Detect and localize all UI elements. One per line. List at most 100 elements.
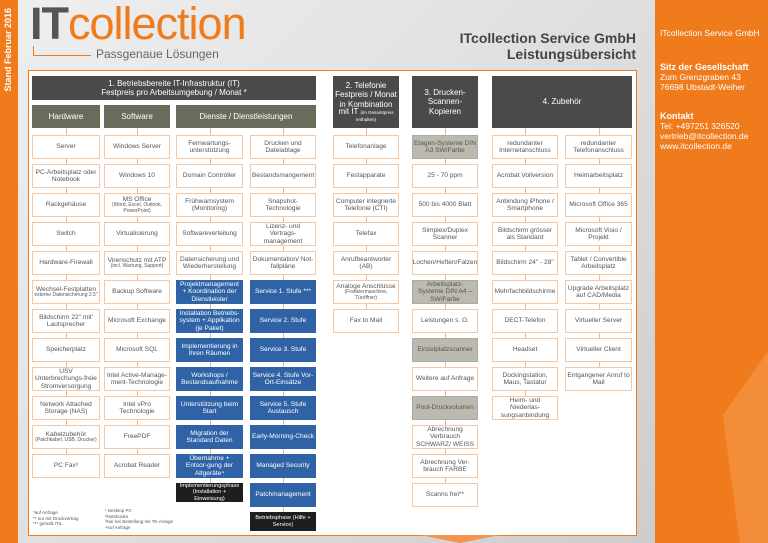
service-box-dienste-2: Drucken und Dateiablage (250, 135, 316, 159)
service-sublabel: externe Datensicherung 2.5" (34, 291, 98, 298)
service-box-hardware: Server (32, 135, 100, 159)
header-it-line2: Festpreis pro Arbeitsumgebung / Monat * (101, 88, 247, 97)
service-box-dienste-1: Domain Controller (176, 164, 243, 188)
footnotes-left: *auf Anfrage** nur mit Druckvertrag*** g… (33, 510, 79, 527)
service-label: Frühwarnsystem (Monitoring) (185, 197, 234, 212)
service-label: 500 bis 4000 Blatt (418, 201, 472, 209)
header-dienste: Dienste / Dienstleistungen (176, 105, 316, 128)
service-box-software: Acrobat Reader (104, 454, 170, 478)
service-label: Windows Server (112, 143, 161, 151)
website-link[interactable]: www.itcollection.de (660, 141, 732, 151)
service-label: Entgangener Anruf to Mail (567, 371, 630, 386)
service-label: Simplex/Duplex Scanner (422, 226, 468, 241)
service-label: Pool-Druckvolumen (416, 404, 474, 412)
service-label: Heim- und Niederlas-sungsanbindung (500, 397, 550, 419)
service-label: Workshops / Bestandsaufnahme (181, 371, 238, 386)
service-label: Installation Betriebs-system + Applikati… (179, 310, 240, 332)
street: Zum Grenzgraben 43 (660, 72, 741, 82)
service-box-hardware: Kabelzubehör(Patchkabel, USB, Drucker) (32, 425, 100, 449)
service-label: Domain Controller (182, 172, 237, 180)
service-label: Intel vPro Technologie (119, 400, 155, 415)
service-label: Virtueller Server (574, 317, 623, 325)
service-label: Virtueller Client (576, 346, 621, 354)
service-box-dienste-1: Übernahme + Entsor-gung der Altgeräte⁴ (176, 454, 243, 478)
service-box-software: Virenschutz mit ATP(incl. Wartung, Suppo… (104, 251, 170, 275)
service-box-dienste-1: Implementierung in Ihren Räumen (176, 338, 243, 362)
telefonie-line2: Festpreis / Monat (335, 90, 397, 100)
service-label: redundanter Telefonanschluss (573, 139, 624, 154)
service-label: redundanter Internetanschluss (499, 139, 551, 154)
drucken-line1: 3. Drucken- (424, 87, 466, 97)
service-label: Projektmanagement + Koordination der Die… (179, 281, 239, 303)
city: 76698 Ubstadt-Weiher (660, 82, 745, 92)
logo-underline (33, 46, 91, 56)
service-label: PC-Arbeitsplatz oder Notebook (35, 168, 97, 183)
service-box-dienste-1: Datensicherung und Wiederherstellung (176, 251, 243, 275)
service-box-dienste-1: Implementierungsphase (Installation + Ei… (176, 483, 243, 502)
service-label: Einzelplatzscanner (417, 346, 473, 354)
service-box-dienste-2: Patchmanagement (250, 483, 316, 507)
panel-pointer (420, 535, 500, 543)
service-label: Softwareverteilung (182, 230, 237, 238)
sidebar: ITcollection Service GmbH Sitz der Gesel… (655, 0, 768, 543)
service-label: Network Attached Storage (NAS) (40, 400, 92, 415)
service-label: Drucken und Dateiablage (264, 139, 302, 154)
service-box-zubehoer-2: Virtueller Client (565, 338, 632, 362)
service-box-drucken: 500 bis 4000 Blatt (412, 193, 478, 217)
service-label: Mehrfachbildschirme (494, 288, 556, 296)
phone: Tel: +497251 326520 (660, 121, 740, 131)
service-label: Fernwartungs-unterstützung (188, 139, 231, 154)
service-label: Snapshot-Technologie (265, 197, 301, 212)
service-box-hardware: Switch (32, 222, 100, 246)
service-label: Server (56, 143, 76, 151)
service-label: DECT-Telefon (504, 317, 546, 325)
service-label: Anrufbeantworter (AB) (340, 255, 392, 270)
service-box-zubehoer-1: Heim- und Niederlas-sungsanbindung (492, 396, 558, 420)
sidebar-company: ITcollection Service GmbH (660, 28, 760, 38)
service-box-telefonie: Analoge Anschlüsse(Frankiermaschine, Tür… (333, 280, 399, 304)
service-sublabel: (incl. Wartung, Support) (110, 262, 164, 269)
email-link[interactable]: vertrieb@itcollection.de (660, 131, 749, 141)
service-box-zubehoer-1: Bildschirm 24" - 28" (492, 251, 558, 275)
service-label: Dokumentation/ Not-fallpläne (252, 255, 314, 270)
service-label: Managed Security (256, 462, 310, 470)
contact-label: Kontakt (660, 111, 694, 121)
service-label: Migration der Standard Daten (186, 429, 233, 444)
service-box-zubehoer-2: redundanter Telefonanschluss (565, 135, 632, 159)
service-box-zubehoer-2: Tablet / Convertible Arbeitsplatz (565, 251, 632, 275)
service-box-drucken: Simplex/Duplex Scanner (412, 222, 478, 246)
service-label: Weitere auf Anfrage (415, 375, 475, 383)
footnote: ³Nur bei Bestellung mit TK-Anlage (105, 519, 173, 524)
service-box-telefonie: Festapparate (333, 164, 399, 188)
service-box-dienste-2: Service 2. Stufe (250, 309, 316, 333)
service-label: Microsoft SQL (116, 346, 158, 354)
service-box-dienste-2: Service 5. Stufe Austausch (250, 396, 316, 420)
seat-label: Sitz der Gesellschaft (660, 62, 749, 72)
date-strip: Stand Februar 2016 (0, 0, 18, 543)
service-label: Dockingstation, Maus, Tastatur (502, 371, 548, 386)
telefonie-note: (im Gesamtpreis enthalten) (355, 110, 394, 123)
service-box-dienste-2: Service 1. Stufe *** (250, 280, 316, 304)
header-zubehoer: 4. Zubehör (492, 76, 632, 128)
footnote: ⁴Auf Anfrage (105, 524, 131, 530)
service-box-dienste-2: Betriebsphase (Hilfe + Service) (250, 512, 316, 531)
service-box-zubehoer-2: Heimarbeitsplatz (565, 164, 632, 188)
service-label: Virtualisierung (116, 230, 158, 238)
service-box-zubehoer-1: Headset (492, 338, 558, 362)
title-company: ITcollection Service GmbH (459, 30, 636, 46)
service-label: Unterstützung beim Start (180, 400, 239, 415)
service-box-dienste-1: Installation Betriebs-system + Applikati… (176, 309, 243, 333)
service-label: MS Office (122, 195, 152, 203)
service-label: Bildschirm 24" - 28" (496, 259, 554, 267)
logo-collection: collection (68, 0, 247, 49)
service-box-zubehoer-2: Upgrade Arbeitsplatz auf CAD/Media (565, 280, 632, 304)
service-label: Acrobat Reader (113, 462, 161, 470)
footnote: ¹ Desktop PC (105, 508, 132, 513)
service-box-hardware: Hardware-Firewall (32, 251, 100, 275)
header-software: Software (104, 105, 170, 128)
logo: ITcollection (30, 0, 247, 49)
service-box-telefonie: Fax to Mail (333, 309, 399, 333)
service-label: Telefonanlage (345, 143, 387, 151)
service-box-software: Microsoft Exchange (104, 309, 170, 333)
